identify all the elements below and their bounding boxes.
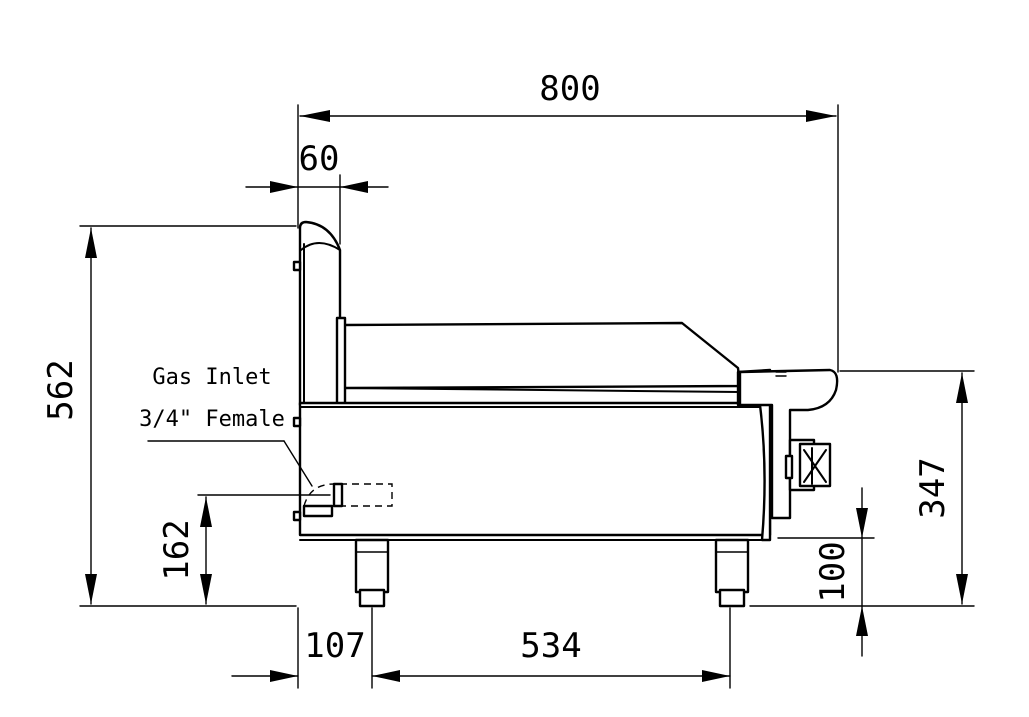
- gas-inlet-pipe: [302, 482, 393, 518]
- dim-label-leg-spacing: 534: [520, 626, 581, 666]
- dimension-leg-height: 100: [777, 487, 875, 657]
- dim-label-front-height: 347: [913, 457, 953, 518]
- dimension-overall-height: 562: [41, 225, 297, 607]
- callout-line-2: 3/4" Female: [139, 407, 285, 432]
- gas-valve-knob: [784, 438, 832, 492]
- dimension-backsplash-depth: 60: [245, 139, 389, 245]
- dim-label-overall-height: 562: [41, 359, 81, 420]
- rear-leg: [354, 538, 390, 608]
- dim-label-rear-leg-offset: 107: [304, 626, 365, 666]
- dim-label-overall-width: 800: [539, 69, 600, 109]
- dim-label-leg-height: 100: [813, 541, 853, 602]
- dimension-overall-width: 800: [297, 69, 839, 373]
- dim-label-backsplash-depth: 60: [299, 139, 340, 179]
- appliance-outline: [292, 220, 839, 608]
- griddle-plate: [342, 321, 742, 390]
- backsplash: [298, 220, 342, 407]
- front-leg: [714, 538, 750, 608]
- front-panel: [736, 368, 772, 542]
- dimension-rear-leg-offset: 107: [231, 607, 731, 689]
- dim-label-inlet-height: 162: [157, 519, 197, 580]
- main-cabinet: [298, 401, 772, 537]
- callout-line-1: Gas Inlet: [152, 365, 271, 390]
- plate-clamp: [335, 316, 347, 408]
- gas-inlet-callout: Gas Inlet 3/4" Female: [139, 365, 313, 487]
- dimension-leg-spacing: 534: [520, 607, 731, 689]
- dimension-inlet-height: 162: [157, 494, 331, 605]
